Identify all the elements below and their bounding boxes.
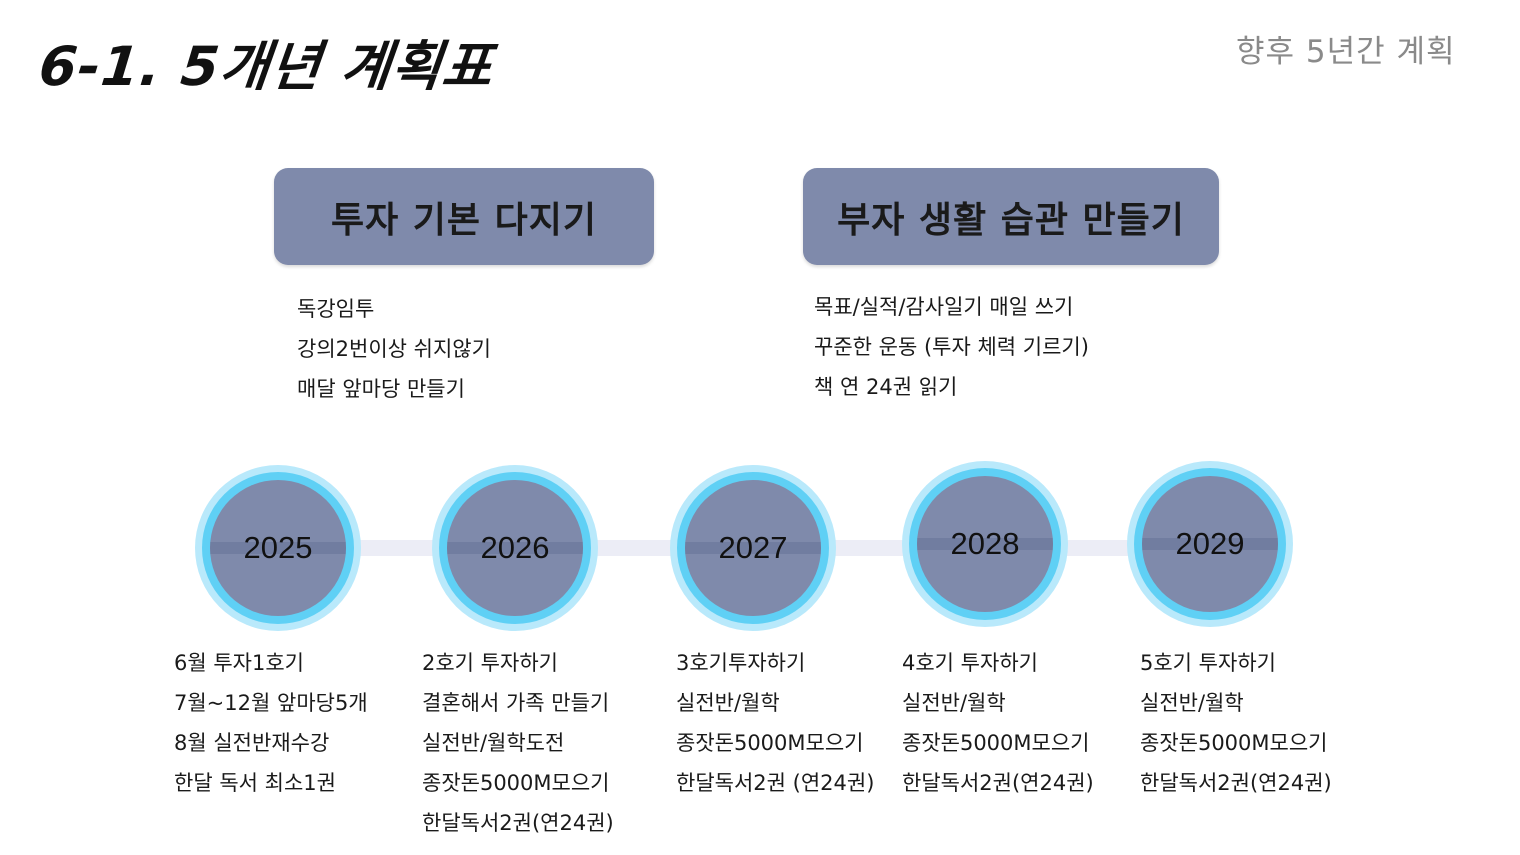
- year-label: 2025: [243, 530, 313, 565]
- task-list-2027: 3호기투자하기 실전반/월학 종잣돈5000M모으기 한달독서2권 (연24권): [676, 643, 874, 803]
- phase-goal-list-habits: 목표/실적/감사일기 매일 쓰기 꾸준한 운동 (투자 체력 기르기) 책 연 …: [814, 287, 1089, 407]
- task-list-2026: 2호기 투자하기 결혼해서 가족 만들기 실전반/월학도전 종잣돈5000M모으…: [422, 643, 614, 843]
- task-item: 실전반/월학도전: [422, 731, 565, 755]
- year-label: 2027: [718, 530, 788, 565]
- year-node-2026: 2026: [432, 465, 598, 631]
- task-item: 실전반/월학: [1140, 691, 1244, 715]
- page-title: 6-1. 5개년 계획표: [36, 35, 497, 98]
- task-item: 한달독서2권(연24권): [902, 771, 1094, 795]
- phase-title-foundation: 투자 기본 다지기: [274, 168, 654, 265]
- task-item: 한달독서2권 (연24권): [676, 771, 875, 795]
- year-label: 2028: [950, 526, 1020, 561]
- year-node-2029: 2029: [1127, 461, 1293, 627]
- task-item: 실전반/월학: [902, 691, 1006, 715]
- task-item: 종잣돈5000M모으기: [902, 731, 1090, 755]
- goal-item: 책 연 24권 읽기: [814, 375, 958, 399]
- goal-item: 목표/실적/감사일기 매일 쓰기: [814, 295, 1074, 319]
- task-item: 한달독서2권(연24권): [422, 811, 614, 835]
- task-item: 5호기 투자하기: [1140, 651, 1276, 675]
- goal-item: 독강임투: [297, 297, 375, 321]
- task-item: 2호기 투자하기: [422, 651, 558, 675]
- task-list-2025: 6월 투자1호기 7월~12월 앞마당5개 8월 실전반재수강 한달 독서 최소…: [174, 643, 368, 803]
- goal-item: 매달 앞마당 만들기: [297, 377, 465, 401]
- goal-item: 강의2번이상 쉬지않기: [297, 337, 491, 361]
- phase-title-habits: 부자 생활 습관 만들기: [803, 168, 1219, 265]
- phase-goal-list-foundation: 독강임투 강의2번이상 쉬지않기 매달 앞마당 만들기: [297, 289, 491, 409]
- year-label: 2029: [1175, 526, 1245, 561]
- year-node-2028: 2028: [902, 461, 1068, 627]
- task-item: 7월~12월 앞마당5개: [174, 691, 368, 715]
- task-item: 종잣돈5000M모으기: [676, 731, 864, 755]
- task-item: 4호기 투자하기: [902, 651, 1038, 675]
- year-node-2027: 2027: [670, 465, 836, 631]
- task-item: 실전반/월학: [676, 691, 780, 715]
- year-label: 2026: [480, 530, 550, 565]
- task-item: 8월 실전반재수강: [174, 731, 330, 755]
- task-list-2028: 4호기 투자하기 실전반/월학 종잣돈5000M모으기 한달독서2권(연24권): [902, 643, 1094, 803]
- task-item: 6월 투자1호기: [174, 651, 304, 675]
- task-item: 한달독서2권(연24권): [1140, 771, 1332, 795]
- task-item: 3호기투자하기: [676, 651, 806, 675]
- task-item: 결혼해서 가족 만들기: [422, 691, 610, 715]
- task-item: 종잣돈5000M모으기: [1140, 731, 1328, 755]
- task-list-2029: 5호기 투자하기 실전반/월학 종잣돈5000M모으기 한달독서2권(연24권): [1140, 643, 1332, 803]
- task-item: 종잣돈5000M모으기: [422, 771, 610, 795]
- task-item: 한달 독서 최소1권: [174, 771, 336, 795]
- year-node-2025: 2025: [195, 465, 361, 631]
- goal-item: 꾸준한 운동 (투자 체력 기르기): [814, 335, 1089, 359]
- page-subtitle: 향후 5년간 계획: [1236, 34, 1456, 70]
